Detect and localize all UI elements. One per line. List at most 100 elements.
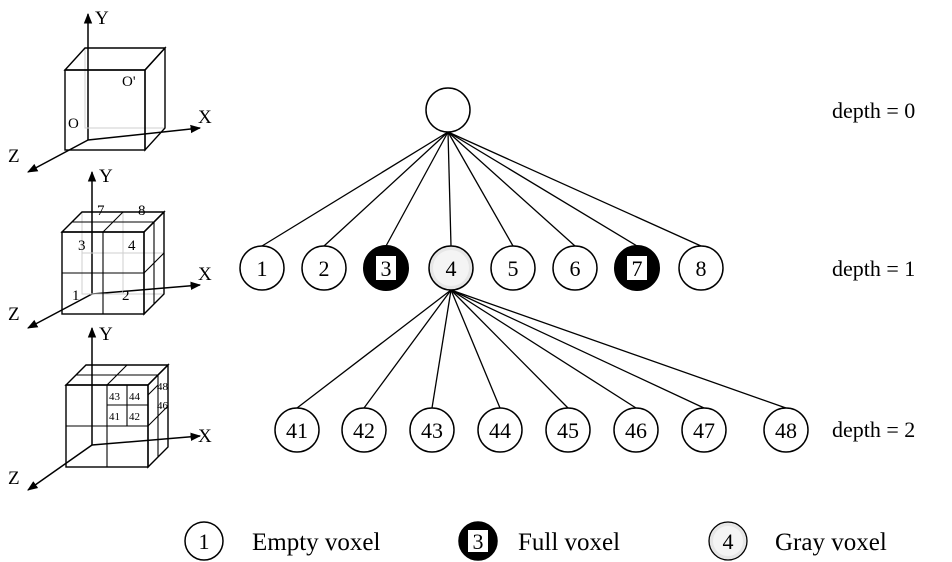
cell-label: 3 xyxy=(78,238,86,254)
node-label: 4 xyxy=(446,256,457,281)
tree-edge xyxy=(447,131,452,247)
y-label: Y xyxy=(99,324,113,345)
tree-edge xyxy=(450,289,637,409)
tree-edge xyxy=(323,131,449,247)
root-node xyxy=(425,87,471,133)
node-label: 41 xyxy=(286,418,308,443)
node-circle xyxy=(613,407,659,453)
node-label: 45 xyxy=(557,418,579,443)
corner-label: O' xyxy=(122,74,136,90)
tree-node-empty: 2 xyxy=(301,245,347,291)
tree-edge xyxy=(450,289,787,409)
tree-edge xyxy=(450,289,705,409)
tree-node-empty: 48 xyxy=(763,407,809,453)
y-label: Y xyxy=(95,8,109,29)
tree-edge xyxy=(431,289,452,409)
node-inner-box xyxy=(627,256,647,280)
node-circle xyxy=(490,245,536,291)
empty-voxel-icon xyxy=(184,521,224,561)
tree-node-empty: 5 xyxy=(490,245,536,291)
tree-node-empty: 6 xyxy=(552,245,598,291)
depth-label: depth = 1 xyxy=(832,256,915,281)
node-label: 3 xyxy=(381,256,392,281)
node-label: 8 xyxy=(696,256,707,281)
x-axis-arrow xyxy=(87,124,202,141)
cell-label: 7 xyxy=(97,203,105,219)
node-label: 47 xyxy=(693,418,715,443)
node-label: 44 xyxy=(489,418,511,443)
node-label: 43 xyxy=(421,418,443,443)
legend-symbol: 1 xyxy=(199,529,210,554)
cube-depth-1: Y X Z 7 8 3 4 1 2 xyxy=(8,166,212,329)
cell-label: 42 xyxy=(129,411,140,423)
depth-label: depth = 0 xyxy=(832,98,915,123)
node-label: 48 xyxy=(775,418,797,443)
tree-node-full: 7 xyxy=(614,245,660,291)
node-circle xyxy=(545,407,591,453)
node-circle xyxy=(678,245,724,291)
depth-label: depth = 2 xyxy=(832,417,915,442)
legend-symbol: 3 xyxy=(473,529,484,554)
tree-node-empty: 8 xyxy=(678,245,724,291)
z-label: Z xyxy=(8,146,20,167)
z-axis-arrow xyxy=(27,444,93,491)
node-inner-box xyxy=(376,256,396,280)
node-label: 42 xyxy=(353,418,375,443)
node-circle xyxy=(552,245,598,291)
cell-label: 41 xyxy=(109,411,120,423)
tree-node-empty: 43 xyxy=(409,407,455,453)
x-axis-arrow xyxy=(91,432,202,446)
tree-node-empty: 1 xyxy=(239,245,285,291)
cell-label: 2 xyxy=(122,288,130,304)
cell-label: 8 xyxy=(138,203,146,219)
tree-edge xyxy=(385,131,449,247)
node-label: 1 xyxy=(257,256,268,281)
z-axis-arrow xyxy=(27,139,89,173)
node-circle xyxy=(477,407,523,453)
tree-node-empty: 45 xyxy=(545,407,591,453)
legend-empty: 1 Empty voxel xyxy=(184,521,381,561)
node-circle xyxy=(681,407,727,453)
y-label: Y xyxy=(99,166,113,187)
node-circle xyxy=(409,407,455,453)
node-circle xyxy=(274,407,320,453)
tree-edge xyxy=(447,131,576,247)
tree-edge xyxy=(450,289,569,409)
cell-label: 44 xyxy=(129,391,141,403)
tree-edge xyxy=(447,131,514,247)
tree-edge xyxy=(296,289,452,409)
legend-label: Gray voxel xyxy=(775,529,887,556)
node-label: 46 xyxy=(625,418,647,443)
tree-edge xyxy=(447,131,702,247)
node-label: 7 xyxy=(632,256,643,281)
origin-label: O xyxy=(68,116,79,132)
tree-node-empty: 47 xyxy=(681,407,727,453)
node-circle xyxy=(763,407,809,453)
cell-label: 1 xyxy=(72,288,80,304)
cell-label: 4 xyxy=(128,238,136,254)
x-label: X xyxy=(198,264,212,285)
legend-full: 3 Full voxel xyxy=(458,521,620,561)
node-circle xyxy=(301,245,347,291)
node-inner-circle xyxy=(433,250,469,286)
tree-edge xyxy=(261,131,449,247)
tree-node-full: 3 xyxy=(363,245,409,291)
tree-node-empty: 46 xyxy=(613,407,659,453)
legend: 1 Empty voxel 3 Full voxel 4 Gray voxel xyxy=(184,521,887,561)
cell-label: 43 xyxy=(109,391,121,403)
legend-label: Empty voxel xyxy=(252,529,381,556)
tree-node-gray: 4 xyxy=(428,245,474,291)
tree-edges xyxy=(261,131,787,409)
cube-depth-0: Y X Z O O' xyxy=(8,8,212,173)
tree-edge xyxy=(447,131,638,247)
tree-node-empty: 41 xyxy=(274,407,320,453)
x-axis-arrow xyxy=(91,281,202,295)
cube-depth-2: Y X Z 48 43 44 46 41 42 xyxy=(8,324,212,491)
cell-label: 46 xyxy=(157,400,169,412)
tree-edge xyxy=(363,289,452,409)
node-label: 6 xyxy=(570,256,581,281)
legend-gray: 4 Gray voxel xyxy=(708,521,887,561)
z-label: Z xyxy=(8,468,20,489)
